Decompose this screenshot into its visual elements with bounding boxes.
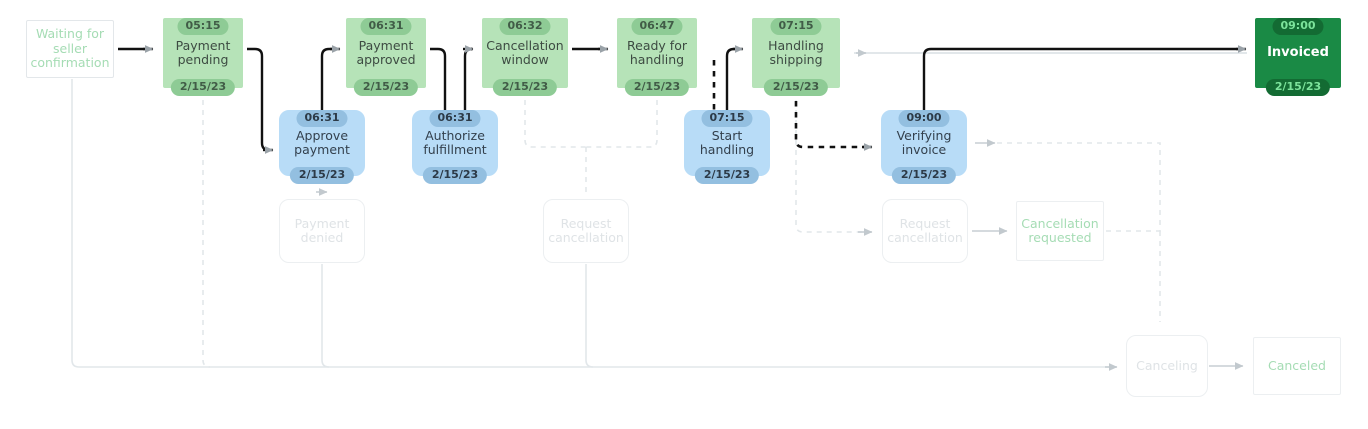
node-date-badge: 2/15/23 [422,167,488,184]
node-date-badge: 2/15/23 [1265,79,1331,96]
node-time-badge: 06:31 [296,110,348,127]
node-canceled[interactable]: Canceled [1253,337,1341,395]
node-date-badge: 2/15/23 [492,79,558,96]
node-request-cancellation-2[interactable]: Request cancellation [882,199,968,263]
node-date-badge: 2/15/23 [891,167,957,184]
edge-hs-to-verifying [794,90,868,149]
node-date-badge: 2/15/23 [694,167,760,184]
edge-denied-to-rail [321,264,330,368]
node-label: Invoiced [1267,44,1329,60]
node-label: Waiting for seller confirmation [30,26,110,71]
edge-hs-to-rc2 [795,90,868,233]
edge-rc1-to-rail [585,264,594,368]
node-waiting-for-seller-confirmation[interactable]: Waiting for seller confirmation [26,20,114,78]
node-date-badge: 2/15/23 [289,167,355,184]
node-label: Payment pending [175,37,231,67]
node-date-badge: 2/15/23 [763,79,829,96]
node-label: Start handling [699,127,755,157]
node-date-badge: 2/15/23 [353,79,419,96]
node-date-badge: 2/15/23 [624,79,690,96]
node-label: Canceled [1268,357,1326,373]
node-label: Verifying invoice [896,127,952,157]
node-time-badge: 09:00 [1272,18,1324,35]
edge-approve-to-approved [320,47,337,110]
node-label: Payment denied [294,215,350,245]
edge-approved-to-authorize [430,47,447,110]
node-label: Request cancellation [887,215,963,245]
node-label: Cancellation window [486,37,564,67]
node-time-badge: 05:15 [177,18,229,35]
node-label: Authorize fulfillment [423,127,487,157]
node-label: Request cancellation [548,215,624,245]
node-time-badge: 06:47 [631,18,683,35]
node-payment-denied[interactable]: Payment denied [279,199,365,263]
edge-authorize-to-cw [463,47,473,110]
edge-start-to-hs [725,47,740,110]
edge-pending-to-approve [247,47,270,152]
edge-cw-merge [524,90,586,148]
node-time-badge: 07:15 [701,110,753,127]
node-label: Payment approved [356,37,416,67]
node-cancellation-requested[interactable]: Cancellation requested [1016,201,1104,261]
node-time-badge: 06:31 [360,18,412,35]
node-date-badge: 2/15/23 [170,79,236,96]
edge-payment-pending-down [202,90,211,368]
node-label: Canceling [1136,357,1198,373]
node-label: Cancellation requested [1021,215,1099,245]
node-time-badge: 07:15 [770,18,822,35]
edge-rfh-merge [586,90,658,148]
node-label: Approve payment [294,127,350,157]
node-canceling[interactable]: Canceling [1126,335,1208,397]
node-time-badge: 06:31 [429,110,481,127]
node-label: Handling shipping [768,37,824,67]
edge-verifying-to-invoiced [922,47,1243,110]
node-request-cancellation-1[interactable]: Request cancellation [543,199,629,263]
node-label: Ready for handling [627,37,687,67]
node-time-badge: 09:00 [898,110,950,127]
node-time-badge: 06:32 [499,18,551,35]
